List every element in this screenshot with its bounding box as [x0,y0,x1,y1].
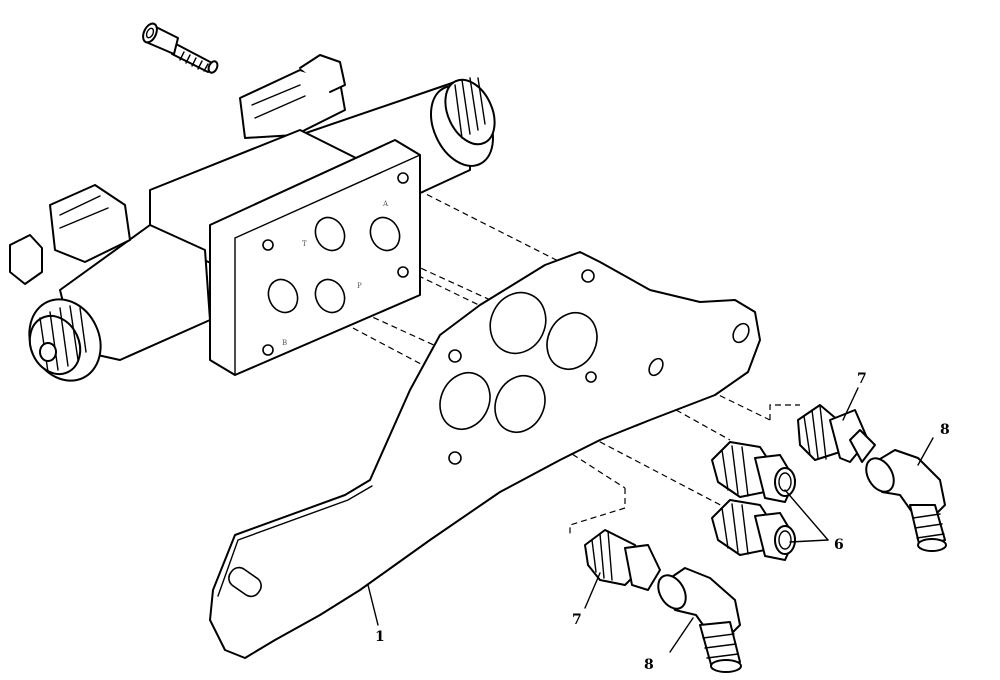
cap-screw [142,22,219,74]
callout-6-adapters: 6 [834,537,844,553]
adapter-fitting-lower[interactable] [711,499,796,561]
callout-1-bracket: 1 [375,629,385,645]
adapter-fitting-upper[interactable] [711,441,796,503]
adapter-fitting-top[interactable] [797,404,876,463]
callout-8-elbow-top: 8 [940,422,950,438]
leader-lines [367,387,934,653]
elbow-fitting-bottom[interactable] [653,567,742,673]
port-label-a: A [382,200,389,208]
elbow-fitting-top[interactable] [861,449,947,552]
port-label-p: P [357,282,362,290]
callout-8-elbow-bottom: 8 [644,657,654,673]
callout-7-adapter-top: 7 [857,371,867,387]
adapter-fitting-bottom[interactable] [584,529,661,591]
port-label-b: B [282,339,287,347]
mounting-bracket[interactable] [209,251,761,659]
callout-7-adapter-bottom: 7 [572,612,582,628]
port-label-t: T [302,240,307,248]
solenoid-valve[interactable]: T A P B [9,54,505,392]
